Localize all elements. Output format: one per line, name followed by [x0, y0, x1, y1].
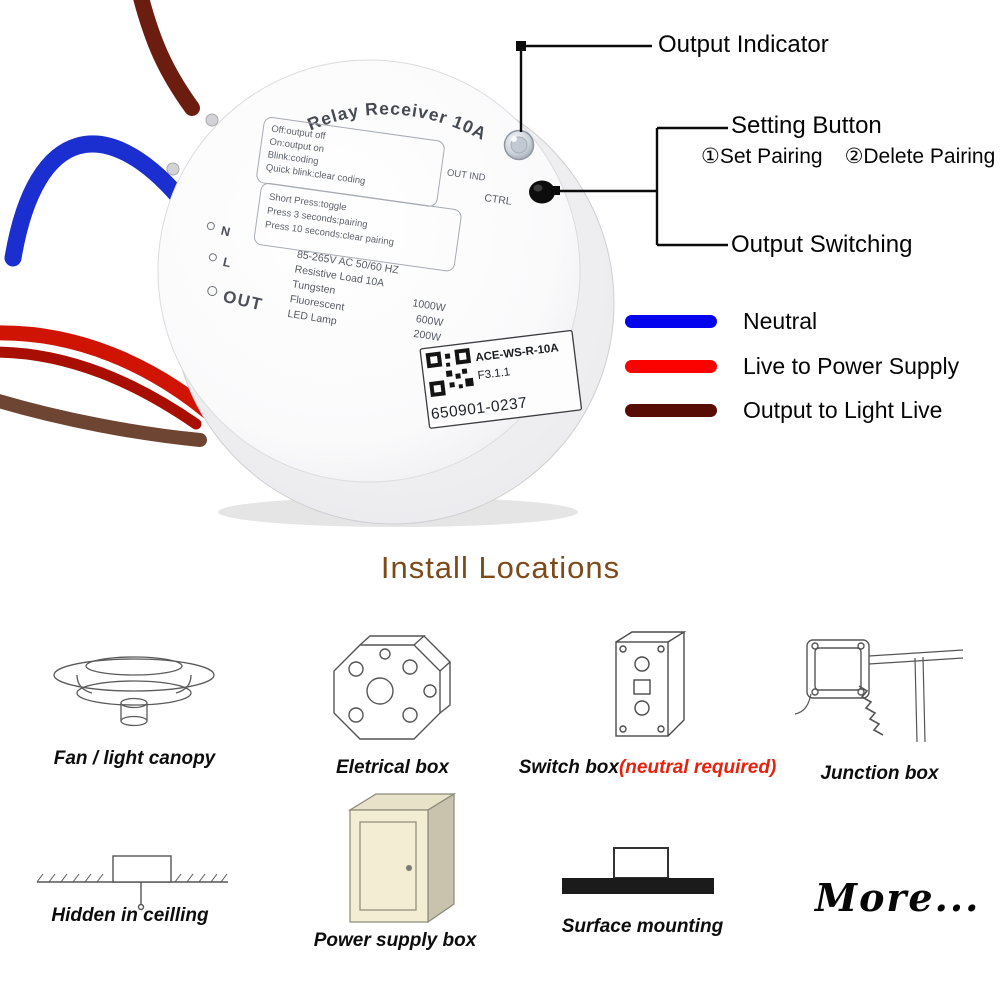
out-ind-label: OUT IND — [446, 167, 486, 183]
legend-row-neutral: Neutral — [625, 308, 817, 335]
fan-light-canopy-illustration — [53, 656, 215, 727]
surface-mounting-label: Surface mounting — [561, 916, 724, 937]
pairing-instructions: ①Set Pairing ②Delete Pairing — [701, 144, 995, 169]
mounting-hole-2 — [166, 162, 180, 176]
device-photo: Relay Receiver 10A Off:output off On:out… — [0, 0, 728, 527]
qr-code — [425, 347, 474, 398]
live-wire-strand — [0, 346, 202, 430]
ctrl-label: CTRL — [484, 192, 513, 208]
output-switching-label: Output Switching — [731, 231, 913, 258]
live-color-bar — [625, 360, 717, 373]
neutral-color-bar — [625, 315, 717, 328]
button-line-dot — [551, 186, 560, 195]
callout-lines — [519, 44, 728, 247]
setting-button-label: Setting Button — [731, 112, 882, 139]
indicator-line-dot — [516, 41, 526, 51]
surface-mounting-illustration — [562, 847, 714, 894]
hidden-in-ceiling-label: Hidden in ceilling — [51, 905, 209, 926]
product-sticker: ACE-WS-R-10A F3.1.1 650901-0237 — [419, 329, 583, 429]
hidden-in-ceiling-illustration — [36, 855, 228, 911]
power-supply-box-label: Power supply box — [313, 930, 477, 951]
terminal-l: L — [222, 255, 233, 270]
output-wire-top — [133, 0, 200, 116]
mounting-hole-1 — [205, 113, 219, 127]
set-pairing-label: ①Set Pairing — [701, 145, 823, 168]
live-label: Live to Power Supply — [743, 353, 960, 379]
more-text: More... — [815, 875, 981, 920]
legend-row-live: Live to Power Supply — [625, 353, 959, 380]
output-wire-bottom — [0, 394, 207, 447]
junction-box-label: Junction box — [820, 763, 939, 784]
switch-box-label: Switch box(neutral required) — [505, 757, 790, 779]
terminal-hole-n — [206, 222, 215, 231]
install-locations-heading: Install Locations — [380, 550, 621, 585]
delete-pairing-label: ②Delete Pairing — [844, 145, 996, 168]
power-supply-box-illustration — [347, 792, 457, 924]
electrical-box-label: Eletrical box — [336, 757, 449, 778]
output-indicator-led — [503, 129, 535, 161]
output-label: Output to Light Live — [743, 397, 943, 423]
spec-value: 600W — [415, 313, 444, 329]
output-color-bar — [625, 404, 717, 417]
switch-box-text: Switch box — [518, 757, 619, 778]
spec-value: 200W — [413, 328, 442, 344]
spec-value: 1000W — [412, 297, 447, 314]
neutral-wire — [4, 135, 187, 267]
neutral-required-note: (neutral required) — [618, 757, 777, 778]
terminal-hole-out — [207, 286, 218, 297]
neutral-label: Neutral — [743, 308, 818, 334]
legend-row-output: Output to Light Live — [625, 397, 942, 424]
output-indicator-label: Output Indicator — [658, 31, 829, 58]
fan-light-canopy-label: Fan / light canopy — [53, 748, 216, 769]
switch-box-illustration — [615, 631, 687, 737]
setting-ctrl-button[interactable] — [529, 180, 555, 204]
terminal-hole-l — [208, 253, 217, 262]
sticker-version: F3.1.1 — [477, 366, 511, 382]
electrical-box-illustration — [333, 635, 452, 740]
terminal-n: N — [220, 224, 232, 240]
live-wire — [0, 325, 216, 420]
junction-box-illustration — [795, 639, 964, 743]
